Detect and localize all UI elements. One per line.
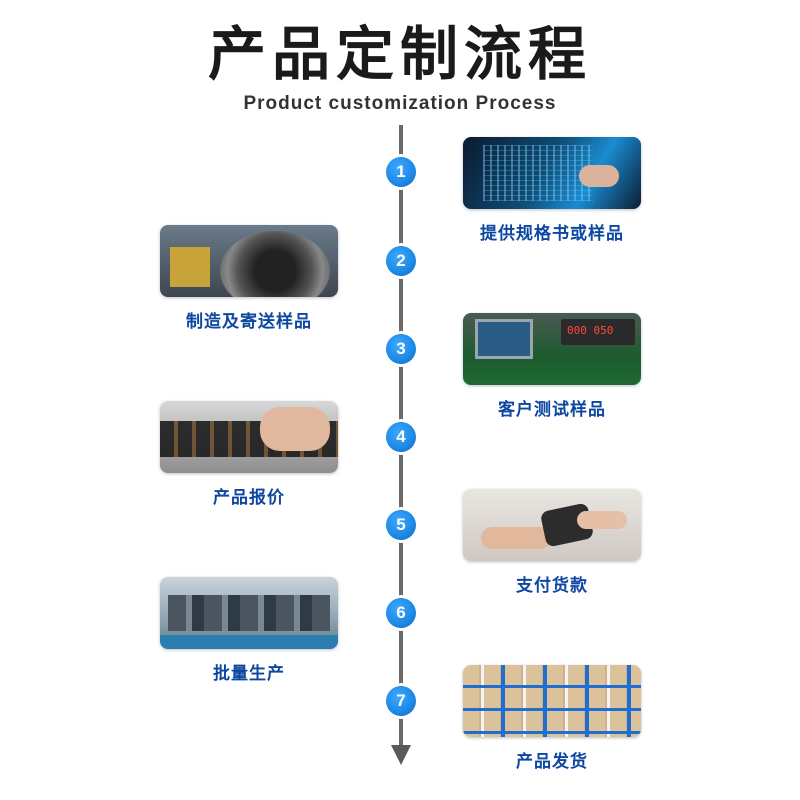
digital-hand-image: [463, 137, 641, 209]
step-3-label: 客户测试样品: [498, 400, 606, 420]
abacus-image: [160, 401, 338, 473]
step-6-marker: 6: [386, 598, 416, 628]
step-7-label: 产品发货: [516, 752, 588, 772]
step-4-marker: 4: [386, 422, 416, 452]
oscilloscope-testing-image: 000 050: [463, 313, 641, 385]
page-subtitle: Product customization Process: [243, 93, 557, 114]
step-2-label: 制造及寄送样品: [186, 312, 312, 332]
step-5-label: 支付货款: [516, 576, 588, 596]
step-3: 000 050 客户测试样品: [463, 313, 641, 420]
step-1-label: 提供规格书或样品: [480, 224, 624, 244]
step-4-label: 产品报价: [213, 488, 285, 508]
step-1: 提供规格书或样品: [463, 137, 641, 244]
warehouse-boxes-image: [463, 665, 641, 737]
manufacturing-machine-image: [160, 225, 338, 297]
step-1-marker: 1: [386, 157, 416, 187]
timeline-arrow-icon: [391, 745, 411, 765]
step-7-marker: 7: [386, 686, 416, 716]
step-5: 支付货款: [463, 489, 641, 596]
step-3-marker: 3: [386, 334, 416, 364]
factory-production-line-image: [160, 577, 338, 649]
step-2-marker: 2: [386, 246, 416, 276]
step-6: 批量生产: [160, 577, 338, 684]
step-4: 产品报价: [160, 401, 338, 508]
step-7: 产品发货: [463, 665, 641, 772]
step-6-label: 批量生产: [213, 664, 285, 684]
card-payment-image: [463, 489, 641, 561]
step-5-marker: 5: [386, 510, 416, 540]
step-2: 制造及寄送样品: [160, 225, 338, 332]
page-title: 产品定制流程: [207, 20, 592, 88]
